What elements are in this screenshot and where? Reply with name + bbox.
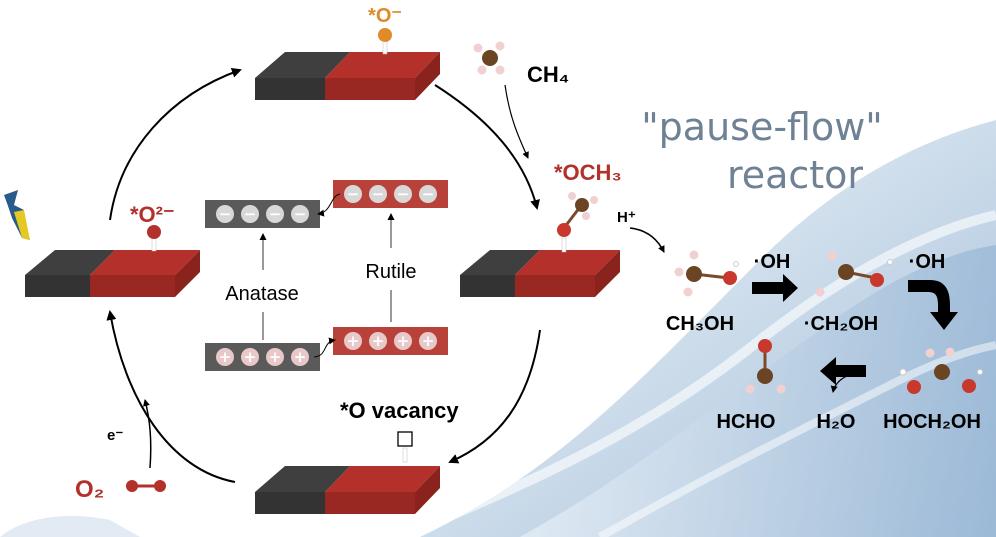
hole-circle: [266, 348, 284, 366]
oh-label-2: ·OH: [909, 251, 946, 273]
hole-circle: [394, 332, 412, 350]
hoch2oh-molecule: [899, 347, 983, 394]
h2o-label: H₂O: [817, 411, 856, 433]
ch2oh-label: ·CH₂OH: [804, 313, 878, 335]
hole-circle: [419, 332, 437, 350]
o-minus-adsorbate: [378, 28, 392, 55]
light-bolt-icon: [4, 190, 30, 240]
hole-symbol: +: [244, 348, 257, 366]
hole-symbol: +: [372, 332, 385, 350]
catalyst-slab-bottom: [255, 466, 440, 514]
arrow-hoch2oh-to-hcho: [820, 357, 866, 385]
electron-symbol: −: [294, 205, 307, 223]
electron-symbol: −: [347, 185, 360, 203]
ch2oh-molecule: [815, 251, 893, 297]
arrow-ch3oh-to-ch2oh: [752, 274, 798, 302]
hole-circle: [344, 332, 362, 350]
electron-circle: [266, 205, 284, 223]
hole-symbol: +: [347, 332, 360, 350]
hcho-label: HCHO: [717, 411, 776, 433]
ch3oh-label: CH₃OH: [666, 313, 734, 335]
catalyst-slab-right: [460, 250, 620, 297]
o2minus-label: *O²⁻: [130, 202, 175, 227]
catalyst-slab-left: [25, 250, 200, 297]
arrow-ch2oh-to-hoch2oh: [908, 280, 958, 330]
hole-circle: [241, 348, 259, 366]
o2minus-adsorbate: [147, 225, 161, 252]
hole-symbol: +: [219, 348, 232, 366]
o-vacancy-label: *O vacancy: [340, 398, 459, 423]
hole-symbol: +: [269, 348, 282, 366]
electron-circle: [291, 205, 309, 223]
rutile-label: Rutile: [365, 261, 416, 283]
reaction-arrows: [752, 274, 958, 385]
h-plus-label: H⁺: [617, 209, 636, 226]
och3-label: *OCH₃: [554, 160, 622, 185]
cycle-arrows: [106, 67, 857, 483]
hole-symbol: +: [397, 332, 410, 350]
hole-symbol: +: [294, 348, 307, 366]
hole-circle: [369, 332, 387, 350]
electron-circle: [419, 185, 437, 203]
hole-circle: [216, 348, 234, 366]
electron-circle: [394, 185, 412, 203]
electron-circle: [369, 185, 387, 203]
o-minus-label: *O⁻: [368, 5, 402, 27]
electron-circle: [241, 205, 259, 223]
o2-molecule: [126, 480, 166, 492]
oxygen-vacancy-marker: [397, 431, 413, 463]
electron-symbol: −: [372, 185, 385, 203]
hoch2oh-label: HOCH₂OH: [883, 411, 981, 433]
anatase-label: Anatase: [225, 283, 298, 305]
oh-label-1: ·OH: [754, 251, 791, 273]
electron-circle: [216, 205, 234, 223]
hole-symbol: +: [422, 332, 435, 350]
och3-adsorbate: [557, 192, 598, 253]
electron-symbol: −: [219, 205, 232, 223]
electron-symbol: −: [397, 185, 410, 203]
electron-symbol: −: [422, 185, 435, 203]
reactor-background-wave: [0, 120, 996, 537]
ch4-label: CH₄: [527, 62, 569, 87]
electron-circle: [344, 185, 362, 203]
ch3oh-molecule: [674, 250, 739, 297]
hcho-molecule: [745, 339, 786, 394]
electron-symbol: −: [269, 205, 282, 223]
electron-symbol: −: [244, 205, 257, 223]
ch4-molecule: [473, 41, 505, 75]
band-diagram: −−−−−−−−++++++++ Anatase Rutile: [205, 180, 448, 371]
e-minus-label: e⁻: [107, 427, 123, 444]
reactor-title-line1: "pause-flow": [641, 105, 883, 149]
hole-circle: [291, 348, 309, 366]
reactor-title-line2: reactor: [727, 153, 863, 197]
catalyst-slab-top: [255, 52, 440, 100]
o2-label: O₂: [75, 476, 104, 503]
